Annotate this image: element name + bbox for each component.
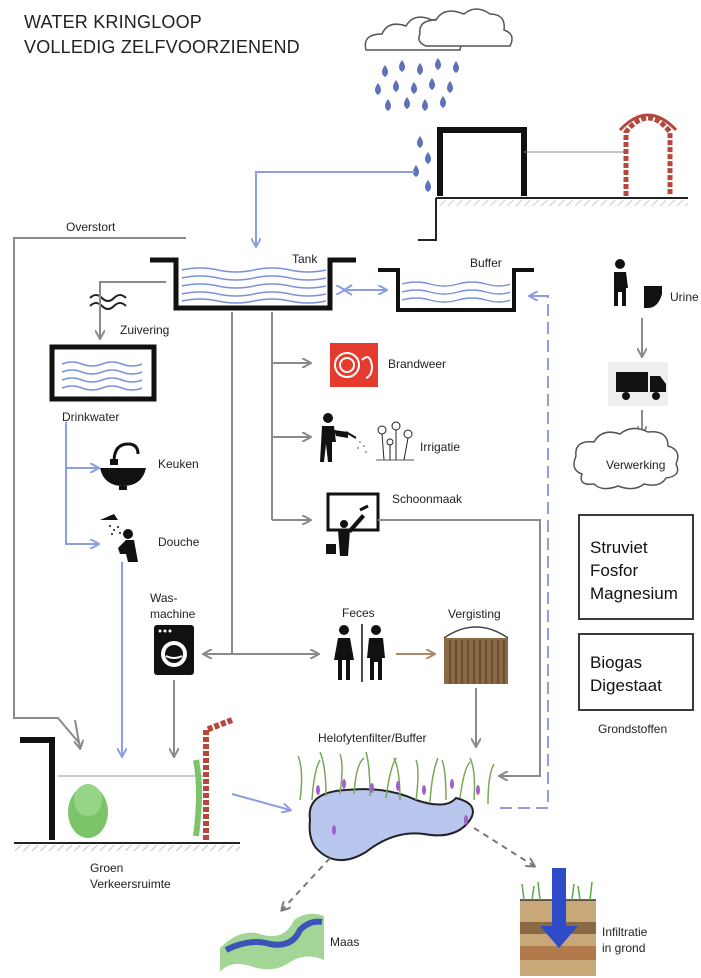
purification-wave-icon <box>89 294 127 310</box>
window-cleaning-icon <box>326 492 380 556</box>
brick-shelter-icon <box>618 113 678 196</box>
resource-fosfor: Fosfor <box>590 561 639 580</box>
label-wasmachine-2: machine <box>150 607 196 621</box>
label-overstort: Overstort <box>66 220 116 234</box>
building-icon <box>418 127 688 241</box>
buffer-tank-icon <box>378 268 534 312</box>
label-zuivering: Zuivering <box>120 323 170 337</box>
water-tank-icon <box>150 257 356 311</box>
label-schoonmaak: Schoonmaak <box>392 492 463 506</box>
washing-machine-icon <box>154 625 194 675</box>
river-icon <box>220 913 324 972</box>
shower-person-icon <box>100 514 138 562</box>
resource-box-biogas: Biogas Digestaat <box>578 633 694 711</box>
label-keuken: Keuken <box>158 457 199 471</box>
label-drinkwater: Drinkwater <box>62 410 120 424</box>
truck-icon <box>608 362 668 406</box>
resource-biogas: Biogas <box>590 653 642 672</box>
schoonmaak-to-pond-arrow <box>378 519 541 776</box>
label-grondstoffen: Grondstoffen <box>598 722 668 736</box>
rain-to-tank-arrow <box>256 171 415 246</box>
label-vergisting: Vergisting <box>448 607 501 621</box>
label-helofytenfilter: Helofytenfilter/Buffer <box>318 731 427 745</box>
street-icon <box>14 717 240 851</box>
fire-hose-icon <box>330 343 378 387</box>
rain-cloud-icon <box>364 8 513 192</box>
resource-magnesium: Magnesium <box>590 584 678 603</box>
diagram-title-line1: WATER KRINGLOOP <box>24 12 203 32</box>
flowers-icon <box>376 421 414 461</box>
urinal-man-icon <box>614 259 662 308</box>
label-verkeersruimte: Verkeersruimte <box>90 877 171 891</box>
label-groen: Groen <box>90 861 124 875</box>
digester-icon <box>443 626 509 684</box>
toilet-people-icon <box>334 624 385 682</box>
label-feces: Feces <box>342 606 375 620</box>
label-tank: Tank <box>292 252 318 266</box>
label-brandweer: Brandweer <box>388 357 447 371</box>
label-verwerking: Verwerking <box>606 458 666 472</box>
drinkwater-basin-icon <box>49 344 157 402</box>
watering-person-icon <box>320 413 367 462</box>
reed-pond-icon <box>297 751 495 861</box>
label-urine: Urine <box>670 290 699 304</box>
label-infiltratie-1: Infiltratie <box>602 925 648 939</box>
label-buffer: Buffer <box>470 256 502 270</box>
resource-digestaat: Digestaat <box>590 676 662 695</box>
sink-icon <box>100 442 146 490</box>
processing-cloud-icon <box>573 427 679 490</box>
label-infiltratie-2: in grond <box>602 941 646 955</box>
resource-struviet: Struviet <box>590 538 648 557</box>
label-irrigatie: Irrigatie <box>420 440 461 454</box>
overstort-line <box>13 237 186 745</box>
diagram-title-line2: VOLLEDIG ZELFVOORZIENEND <box>24 37 300 57</box>
label-douche: Douche <box>158 535 200 549</box>
label-maas: Maas <box>330 935 360 949</box>
resource-box-struviet: Struviet Fosfor Magnesium <box>578 514 694 620</box>
soil-infiltration-icon <box>520 868 596 976</box>
label-wasmachine-1: Was- <box>150 591 178 605</box>
